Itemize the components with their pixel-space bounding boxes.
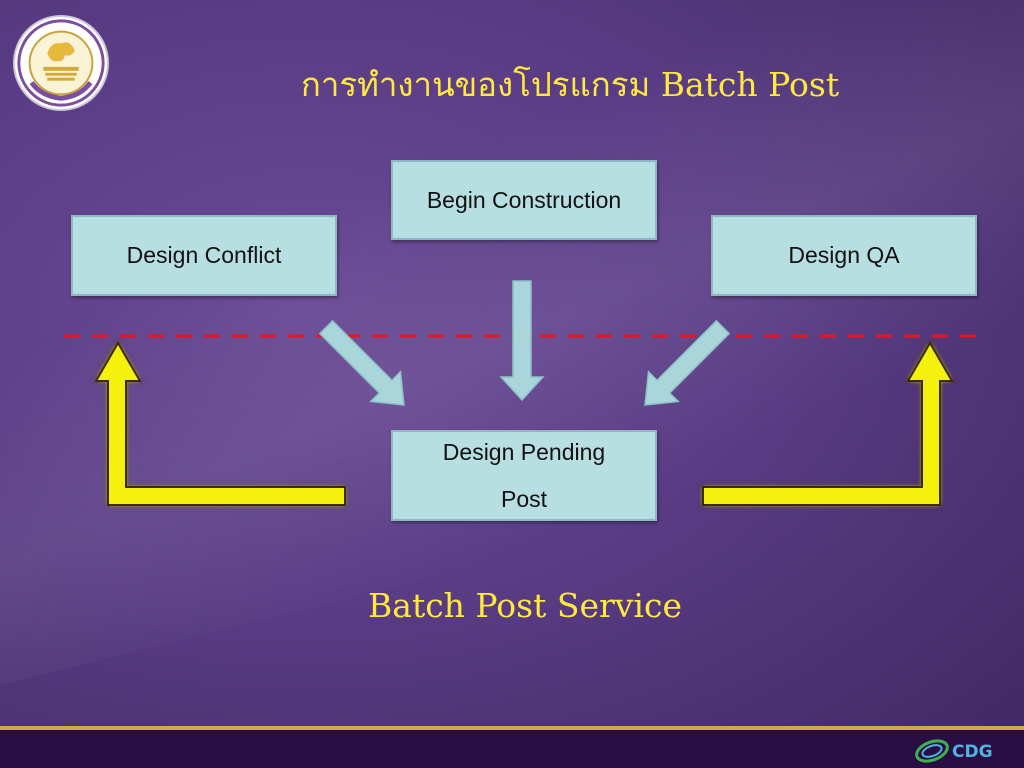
cdg-logo-icon: CDG [915, 739, 993, 763]
left-return-arrow [94, 341, 346, 506]
design-pending-post-box: Design Pending Post [391, 430, 657, 521]
design-conflict-box: Design Conflict [71, 215, 337, 296]
design-qa-box: Design QA [711, 215, 977, 296]
down-arrow [499, 280, 545, 402]
footer-bar [0, 730, 1024, 768]
batch-post-service-label: Batch Post Service [368, 586, 682, 625]
design-pending-label-line1: Design Pending [442, 438, 606, 465]
begin-construction-box: Begin Construction [391, 160, 657, 240]
footer-accent-line [0, 726, 1024, 730]
design-conflict-label: Design Conflict [126, 242, 282, 268]
design-pending-label-line2: Post [500, 485, 548, 512]
diagonal-arrow-right [644, 319, 731, 406]
design-qa-label: Design QA [788, 242, 900, 268]
page-title: การทำงานของโปรแกรม Batch Post [300, 65, 840, 104]
begin-construction-label: Begin Construction [426, 186, 622, 213]
cdg-logo-text: CDG [952, 742, 993, 762]
organization-seal-logo-icon [12, 14, 110, 112]
right-return-arrow [702, 341, 954, 506]
diagonal-arrow-left [318, 319, 405, 406]
